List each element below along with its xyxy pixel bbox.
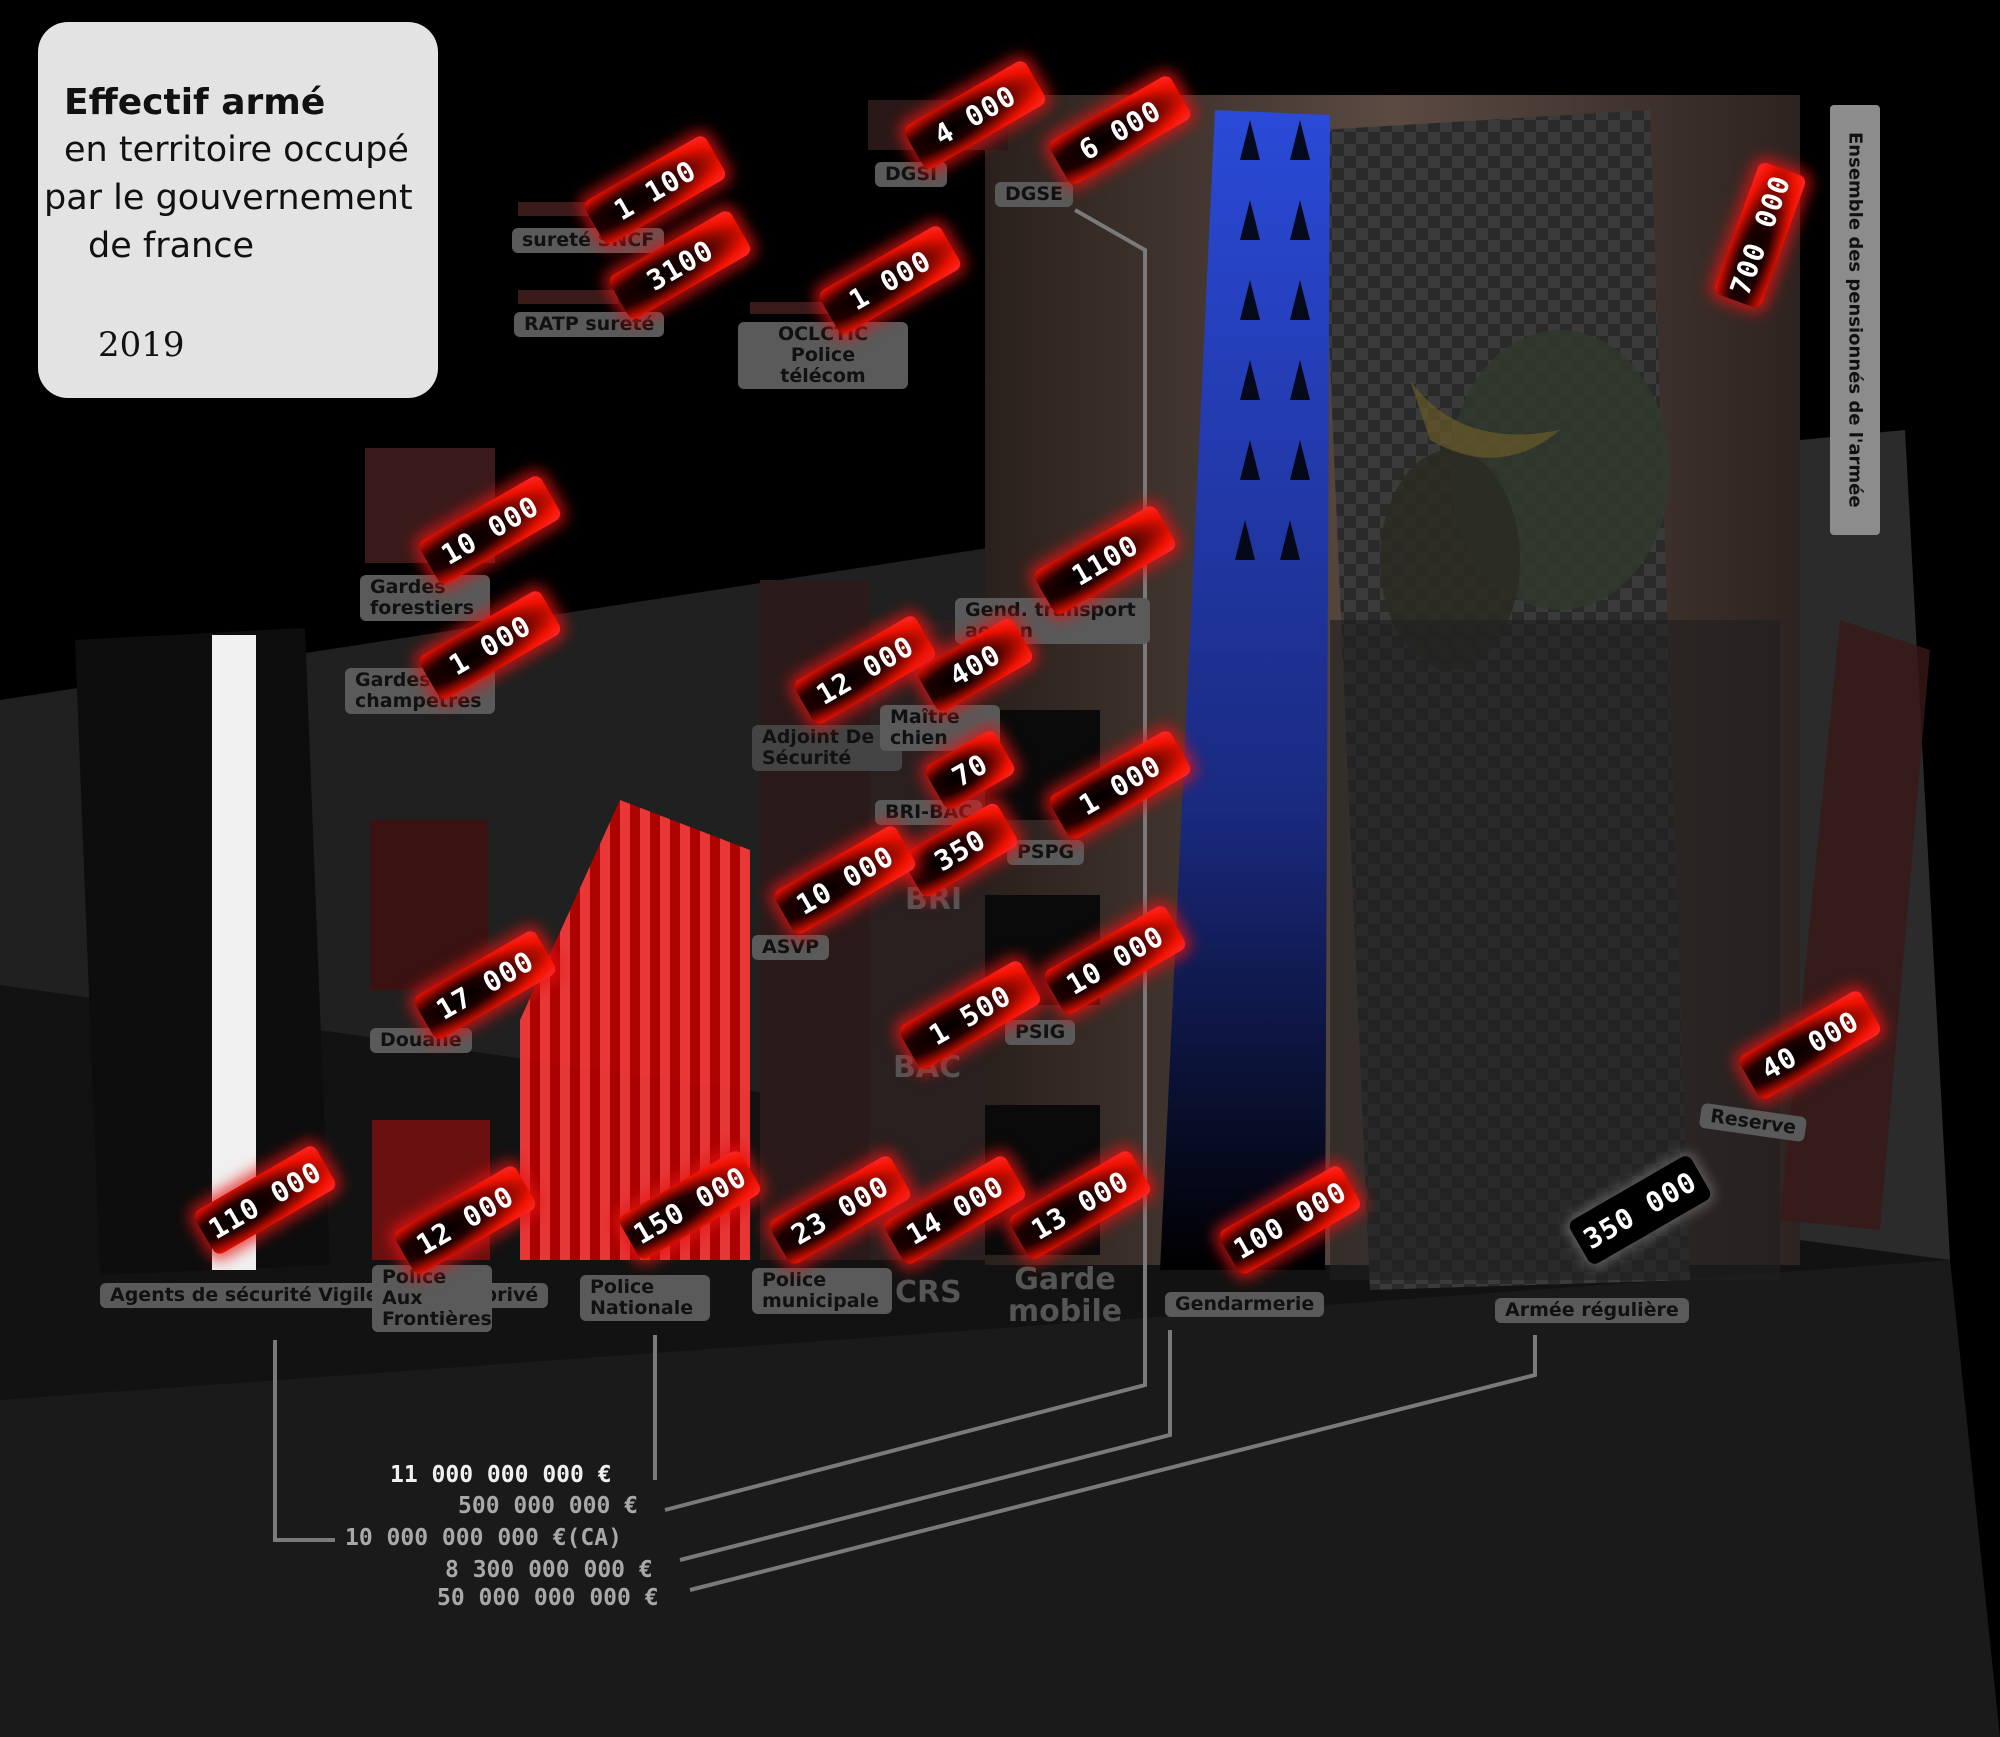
label-psig: PSIG — [1005, 1020, 1076, 1045]
budget-armee: 50 000 000 000 € — [437, 1585, 659, 1611]
budget-gendarmerie: 8 300 000 000 € — [445, 1557, 653, 1583]
label-pspg: PSPG — [1007, 840, 1085, 865]
label-armee-reguliere: Armée régulière — [1495, 1298, 1689, 1323]
title-panel: Effectif armé en territoire occupé par l… — [38, 22, 438, 398]
label-adjoint-securite: Adjoint De Sécurité — [752, 725, 902, 771]
budget-private-security: 10 000 000 000 €(CA) — [345, 1525, 622, 1551]
label-gardes-forestiers: Gardes forestiers — [360, 575, 490, 621]
title-line-3: par le gouvernement — [44, 178, 413, 218]
label-garde-mobile: Garde mobile — [1007, 1262, 1123, 1329]
label-gendarmerie: Gendarmerie — [1165, 1292, 1325, 1317]
label-police-aux-frontieres: Police Aux Frontières — [372, 1265, 492, 1332]
label-douane: Douane — [370, 1028, 472, 1053]
label-police-municipale: Police municipale — [752, 1268, 892, 1314]
title-line-4: de france — [88, 226, 254, 266]
title-year: 2019 — [98, 325, 185, 365]
budget-police-nationale: 11 000 000 000 € — [390, 1462, 612, 1488]
title-heading: Effectif armé — [64, 82, 326, 123]
label-police-nationale: Police Nationale — [580, 1275, 710, 1321]
label-surete-sncf: sureté SNCF — [512, 228, 665, 253]
pensioners-label: Ensemble des pensionnés de l'armée — [1830, 105, 1880, 535]
label-asvp: ASVP — [752, 935, 830, 960]
label-dgsi: DGSI — [875, 162, 948, 187]
label-ratp-surete: RATP sureté — [514, 312, 665, 337]
label-oclctic: OCLCTIC Police télécom — [738, 322, 908, 389]
label-dgse: DGSE — [995, 182, 1074, 207]
label-crs: CRS — [895, 1275, 962, 1310]
title-line-2: en territoire occupé — [64, 130, 409, 170]
budget-dgse: 500 000 000 € — [458, 1493, 639, 1519]
